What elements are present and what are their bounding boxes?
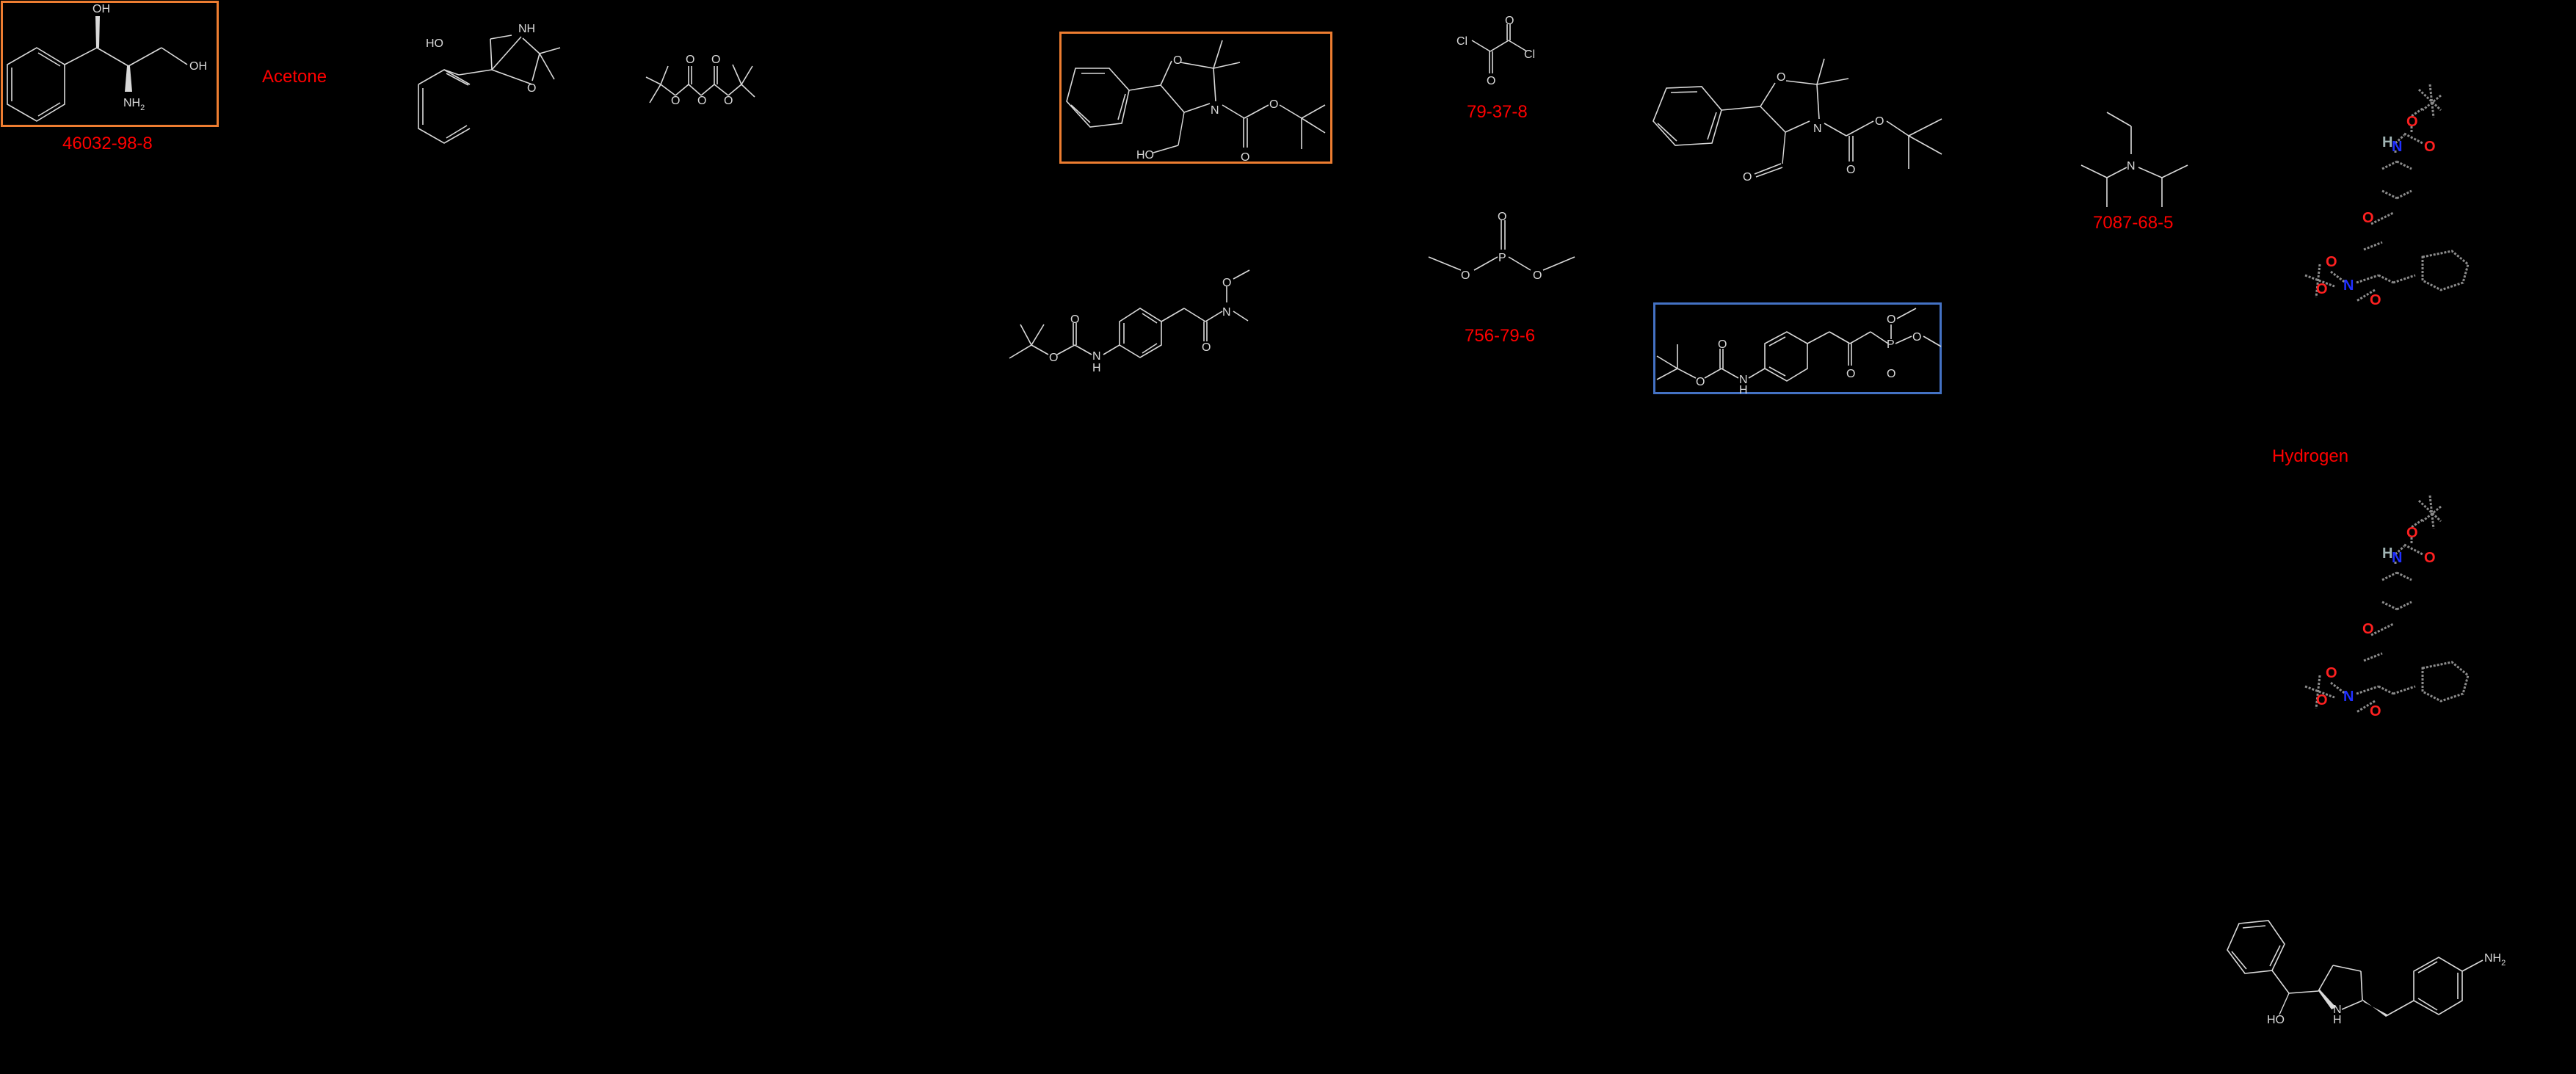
molecule-dimethyl-methylphosphonate: O P O O: [1428, 211, 1575, 282]
atom-o-carbonyl: O: [1241, 151, 1249, 164]
atom-o-ester: O: [1269, 98, 1278, 111]
highlight-box-starting-material: [1, 1, 219, 127]
atom-o-carbonyl: O: [1846, 164, 1855, 176]
atom-n-1: N: [2392, 139, 2402, 155]
atom-o-aldehyde: O: [1743, 171, 1752, 184]
atom-o-carbonyl-boc: O: [1070, 313, 1079, 326]
molecule-boc-oxazolidine-aldehyde: O N O O O: [1652, 58, 1942, 184]
atom-ho: HO: [1136, 149, 1154, 162]
atom-o-methoxy-2: O: [1912, 331, 1921, 344]
atom-o-carbonyl-boc: O: [1718, 338, 1727, 351]
highlight-box-ketophosphonate: [1653, 302, 1942, 394]
atom-o-ring: O: [1777, 71, 1785, 84]
atom-o-3: O: [2362, 621, 2374, 637]
atom-n-2: N: [2343, 689, 2354, 705]
atom-o-methoxy-1: O: [1461, 269, 1470, 282]
atom-o-4: O: [711, 54, 720, 66]
cas-label-79-37-8: 79-37-8: [1467, 102, 1528, 122]
molecule-oxazolidine: HO NH O: [418, 23, 561, 144]
atom-o-1: O: [1487, 75, 1495, 87]
molecule-boc-oxazolidine-alcohol: O N O O HO: [1066, 40, 1326, 164]
atom-p: P: [1887, 338, 1895, 351]
atom-o-1: O: [671, 95, 680, 107]
atom-o-2: O: [686, 54, 694, 66]
atom-o-phosphoryl: O: [1887, 368, 1895, 380]
atom-o-ketone: O: [1846, 368, 1855, 380]
molecule-weinreb-amide: O O N H O N O: [1009, 269, 1250, 374]
atom-h-1: H: [2382, 134, 2392, 150]
molecule-pyrrolidine-product: HO N H NH2: [2227, 920, 2506, 1026]
atom-oh-right: OH: [189, 60, 207, 73]
atom-n-pyrrolidine: N: [2333, 1004, 2342, 1016]
molecule-oxalyl-chloride: Cl Cl O O: [1456, 15, 1535, 87]
atom-o-2: O: [1505, 15, 1514, 27]
atom-o-phosphoryl: O: [1498, 211, 1506, 223]
cas-label-7087-68-5: 7087-68-5: [2093, 213, 2174, 233]
atom-h-pyrrolidine: H: [2333, 1014, 2342, 1026]
atom-o-5: O: [724, 95, 733, 107]
molecule-enone-intermediate: O H N O O O N O O: [2304, 84, 2470, 308]
atom-h-1: H: [2382, 545, 2392, 562]
atom-o-methoxy-1: O: [1887, 313, 1895, 326]
atom-n-2: N: [2343, 277, 2354, 294]
atom-nh2: NH2: [2484, 952, 2506, 968]
atom-nh: NH: [518, 23, 535, 35]
cas-label-46032-98-8: 46032-98-8: [62, 134, 153, 153]
molecule-beta-ketophosphonate: O O N H O P O O O: [1656, 308, 1942, 396]
atom-o-3: O: [697, 95, 706, 107]
atom-n-carbamate: N: [1092, 350, 1101, 363]
atom-o-1: O: [2406, 114, 2418, 130]
atom-o-2: O: [2424, 139, 2436, 155]
atom-oh-top: OH: [92, 3, 110, 15]
atom-h-carbamate: H: [1092, 362, 1101, 374]
atom-nh2: NH2: [123, 97, 145, 112]
atom-ho: HO: [2267, 1014, 2285, 1026]
atom-o-5: O: [2316, 281, 2328, 297]
atom-o: O: [527, 82, 536, 95]
atom-o-4: O: [2326, 665, 2337, 681]
atom-o-1: O: [2406, 525, 2418, 541]
atom-n-amide: N: [1222, 306, 1231, 319]
atom-o-3: O: [2362, 210, 2374, 226]
atom-o-methoxy-2: O: [1533, 269, 1542, 282]
atom-o-methoxy: O: [1222, 277, 1231, 289]
cas-label-756-79-6: 756-79-6: [1465, 326, 1536, 346]
atom-o-5: O: [2316, 692, 2328, 708]
atom-n: N: [1211, 104, 1219, 117]
atom-o-amide: O: [1202, 341, 1211, 354]
atom-o-ring: O: [1173, 54, 1182, 67]
molecule-aminodiol: OH OH NH2: [7, 3, 207, 122]
highlight-box-boc-alcohol: [1059, 32, 1332, 164]
reagent-label-hydrogen: Hydrogen: [2272, 446, 2349, 466]
atom-o-6: O: [2370, 292, 2381, 308]
atom-o-6: O: [2370, 703, 2381, 719]
atom-o-boc: O: [1049, 352, 1058, 364]
atom-o-boc: O: [1696, 376, 1705, 388]
atom-p: P: [1498, 252, 1506, 264]
atom-h-carbamate: H: [1739, 384, 1748, 396]
atom-cl-2: Cl: [1524, 48, 1535, 61]
reagent-label-acetone: Acetone: [262, 67, 327, 87]
atom-n-carbamate: N: [1739, 374, 1748, 386]
atom-n-1: N: [2392, 550, 2402, 566]
molecule-boc-anhydride: O O O O O: [645, 54, 755, 107]
molecule-hydrogenated-intermediate: O H N O O O N O O: [2304, 495, 2470, 719]
atom-n: N: [1813, 123, 1822, 135]
atom-o-ester: O: [1875, 115, 1884, 128]
atom-ho: HO: [426, 37, 443, 50]
atom-cl-1: Cl: [1456, 35, 1467, 48]
atom-n: N: [2127, 160, 2136, 173]
atom-o-4: O: [2326, 254, 2337, 270]
atom-o-2: O: [2424, 550, 2436, 566]
molecule-dipea: N: [2080, 112, 2188, 207]
